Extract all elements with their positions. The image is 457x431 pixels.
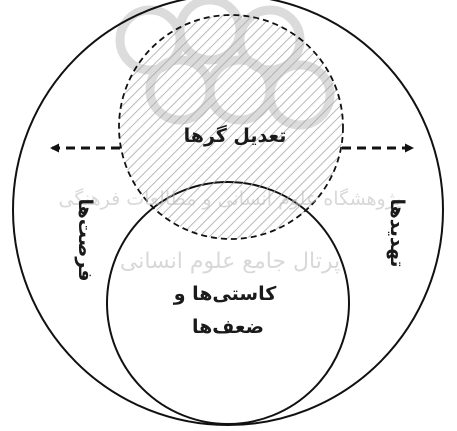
moderators-label: تعدیل گرها [184,124,287,147]
opportunities-label: فرصت‌ها [74,198,96,281]
moderators-circle [118,14,344,240]
weaknesses-label-line2: ضعف‌ها [192,316,264,338]
weaknesses-label-line1: کاستی‌ها و [173,283,278,305]
threats-label: تهدیدها [386,198,408,267]
watermark-text-1: پژوهشگاه علوم انسانی و مطالعات فرهنگی [59,187,402,210]
watermark-text-2: پرتال جامع علوم انسانی [120,249,340,274]
